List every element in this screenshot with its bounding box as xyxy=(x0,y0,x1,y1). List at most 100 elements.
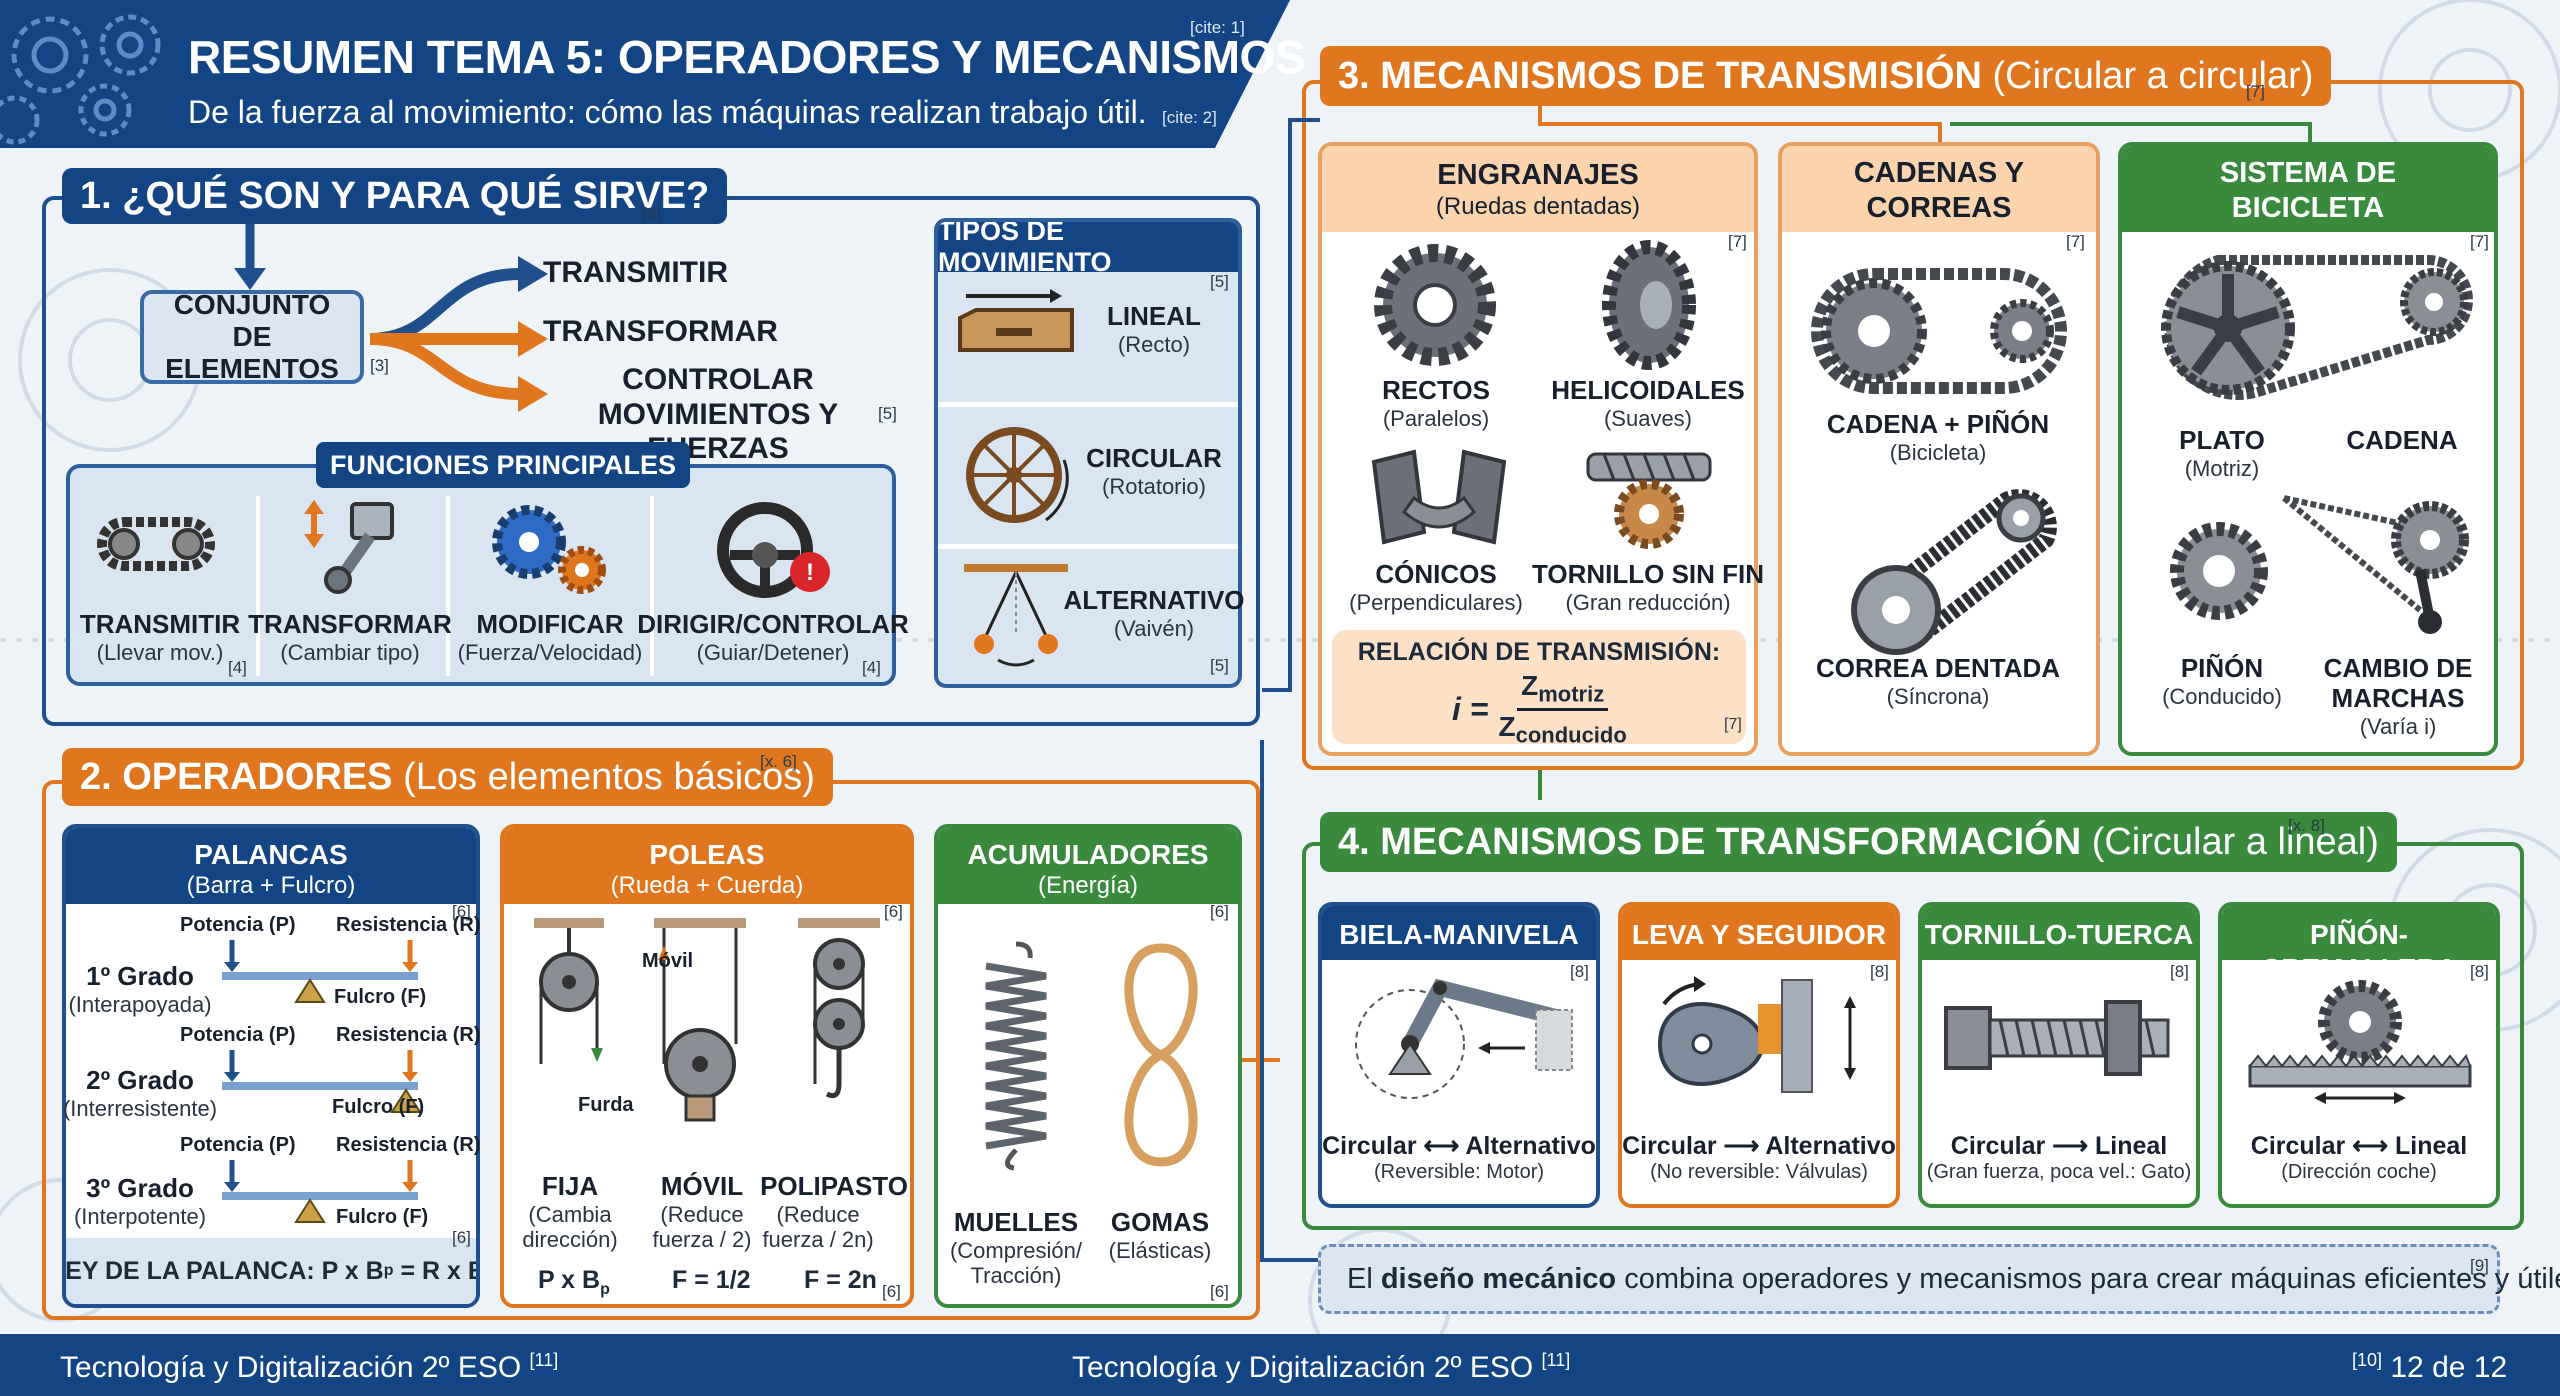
acumuladores-cite-2: [6] xyxy=(1210,1282,1229,1301)
pulley-movil-icon xyxy=(654,918,746,1122)
title-cite: [cite: 1] xyxy=(1190,18,1245,37)
biela-desc: Circular ⟷ Alternativo(Reversible: Motor… xyxy=(1322,1132,1596,1183)
funciones-divider-2 xyxy=(446,496,450,676)
section1-title: 1. ¿QUÉ SON Y PARA QUÉ SIRVE? xyxy=(80,174,710,217)
gears-blue-orange-icon xyxy=(492,505,606,594)
cremallera-desc: Circular ⟷ Lineal(Dirección coche) xyxy=(2250,1132,2468,1183)
screw-nut-icon xyxy=(1944,1000,2170,1076)
relacion-cite: [7] xyxy=(1724,716,1742,733)
chain-loop-icon xyxy=(97,517,215,571)
resistencia-label-3: Resistencia (R) xyxy=(336,1134,481,1156)
tipo-circular: CIRCULAR(Rotatorio) xyxy=(1086,443,1222,499)
funcion-transformar: TRANSFORMAR(Cambiar tipo) xyxy=(248,609,452,665)
engranajes-header: ENGRANAJES(Ruedas dentadas) xyxy=(1322,146,1754,232)
conclusion-box: El diseño mecánico combina operadores y … xyxy=(1318,1244,2560,1314)
leva-desc: Circular ⟶ Alternativo(No reversible: Vá… xyxy=(1622,1132,1896,1183)
rack-pinion-icon xyxy=(2248,980,2472,1104)
footer-page: [10] 12 de 12 xyxy=(2352,1350,2508,1384)
resistencia-label-2: Resistencia (R) xyxy=(336,1024,481,1046)
acumuladores-card: ACUMULADORES(Energía) xyxy=(934,824,1242,1308)
tipos-divider-1 xyxy=(938,402,1238,407)
wheel-icon xyxy=(966,427,1069,523)
drawer-icon xyxy=(958,289,1074,352)
helical-gear-icon xyxy=(1602,240,1696,370)
page-title: RESUMEN TEMA 5: OPERADORES Y MECANISMOS xyxy=(188,31,1306,83)
sprocket-icon xyxy=(2170,522,2268,620)
pendulum-icon xyxy=(964,564,1068,667)
bici-plato: PLATO(Motriz) xyxy=(2179,425,2265,481)
grado-2: 2º Grado(Interresistente) xyxy=(62,1065,218,1121)
funcion-dirigir: DIRIGIR/CONTROLAR(Guiar/Detener) xyxy=(637,609,909,665)
conjunto-label: CONJUNTO DE ELEMENTOS xyxy=(165,288,339,385)
fulcro-label-3: Fulcro (F) xyxy=(336,1206,429,1228)
potencia-label-1: Potencia (P) xyxy=(180,914,296,936)
section4-title: 4. MECANISMOS DE TRANSFORMACIÓN xyxy=(1338,820,2082,863)
formula-fija: P x Bp xyxy=(538,1266,610,1298)
page-subtitle: De la fuerza al movimiento: cómo las máq… xyxy=(188,94,1147,130)
section2-cite: [x. 6] xyxy=(760,752,797,771)
polea-movil: MÓVIL(Reduce fuerza / 2) xyxy=(652,1171,752,1253)
footer-center: Tecnología y Digitalización 2º ESO [11] xyxy=(1072,1350,1571,1384)
funciones-title-bar: FUNCIONES PRINCIPALES xyxy=(316,442,691,488)
branch-transmitir: TRANSMITIR xyxy=(543,256,728,289)
fulcro-label-2: Fulcro (F) xyxy=(332,1096,425,1118)
section2-title: 2. OPERADORES xyxy=(80,755,393,798)
palancas-header: PALANCAS(Barra + Fulcro) xyxy=(66,828,476,904)
funciones-divider-1 xyxy=(256,496,260,676)
conjunto-cite: [3] xyxy=(370,356,389,375)
conjunto-box: CONJUNTO DE ELEMENTOS xyxy=(140,288,364,385)
polea-polipasto: POLIPASTO(Reduce fuerza / 2n) xyxy=(760,1171,908,1253)
poleas-header: POLEAS(Rueda + Cuerda) xyxy=(504,828,910,904)
cadena-pinon: CADENA + PIÑÓN(Bicicleta) xyxy=(1826,409,2050,465)
potencia-label-2: Potencia (P) xyxy=(180,1024,296,1046)
section3-title-paren: (Circular a circular) xyxy=(1992,54,2314,97)
acumuladores-cite: [6] xyxy=(1210,902,1229,921)
formula-polipasto: F = 2n xyxy=(804,1266,877,1294)
section3-title: 3. MECANISMOS DE TRANSMISIÓN xyxy=(1338,54,1982,97)
engranaje-rectos: RECTOS(Paralelos) xyxy=(1382,375,1490,431)
cadenas-card: CADENAS Y CORREAS xyxy=(1778,142,2100,756)
pulley-fija-icon xyxy=(534,918,604,1064)
bici-pinon: PIÑÓN(Conducido) xyxy=(2162,653,2282,709)
bicicleta-cite: [7] xyxy=(2470,232,2489,251)
crank-rod-icon xyxy=(1355,978,1573,1099)
acum-muelles: MUELLES(Compresión/ Tracción) xyxy=(949,1207,1083,1289)
section3-cite: [7] xyxy=(2246,82,2265,101)
biela-cite: [8] xyxy=(1570,962,1589,981)
steering-brake-icon: ! xyxy=(717,502,830,598)
bici-cadena: CADENA xyxy=(2346,425,2458,455)
rubber-band-icon xyxy=(1124,943,1198,1167)
poleas-cite-2: [6] xyxy=(882,1282,901,1301)
funcion-modificar: MODIFICAR(Fuerza/Velocidad) xyxy=(457,609,643,665)
poleas-cite: [6] xyxy=(884,902,903,921)
polea-fija: FIJA(Cambia dirección) xyxy=(522,1171,618,1253)
tornillo-header: TORNILLO-TUERCA xyxy=(1922,906,2196,960)
leva-cite: [8] xyxy=(1870,962,1889,981)
bici-cambio: CAMBIO DE MARCHAS(Varía i) xyxy=(2323,653,2473,739)
spur-gear-icon xyxy=(1374,244,1496,366)
cadenas-header: CADENAS Y CORREAS xyxy=(1782,146,2096,232)
funcion-transmitir-cite: [4] xyxy=(228,658,247,677)
tipo-lineal-cite: [5] xyxy=(1210,272,1229,291)
poleas-card: POLEAS(Rueda + Cuerda) xyxy=(500,824,914,1308)
acum-gomas: GOMAS(Elásticas) xyxy=(1108,1207,1212,1263)
tipos-title: TIPOS DE MOVIMIENTO xyxy=(938,218,1112,277)
movil-label: Móvil xyxy=(642,950,694,972)
grado-3: 3º Grado(Interpotente) xyxy=(73,1173,207,1229)
section3-title-bar: 3. MECANISMOS DE TRANSMISIÓN (Circular a… xyxy=(1320,46,2332,106)
resistencia-label-1: Resistencia (R) xyxy=(336,914,481,936)
piston-icon xyxy=(304,500,394,594)
ley-palanca-band: LEY DE LA PALANCA: P x Bp = R x Br xyxy=(66,1238,476,1304)
acumuladores-header: ACUMULADORES(Energía) xyxy=(938,828,1238,904)
funciones-title: FUNCIONES PRINCIPALES xyxy=(330,449,677,480)
engranaje-tornillo: TORNILLO SIN FIN(Gran reducción) xyxy=(1531,559,1765,615)
tipo-alternativo-cite: [5] xyxy=(1210,656,1229,675)
subtitle-cite: [cite: 2] xyxy=(1162,108,1217,127)
engranajes-cite: [7] xyxy=(1728,232,1747,251)
cremallera-cite: [8] xyxy=(2470,962,2489,981)
chainring-icon xyxy=(2161,255,2473,400)
funciones-divider-3 xyxy=(650,496,654,676)
lever-diagrams xyxy=(222,940,422,1223)
cam-follower-icon xyxy=(1657,976,1856,1093)
cadenas-cite: [7] xyxy=(2066,232,2085,251)
